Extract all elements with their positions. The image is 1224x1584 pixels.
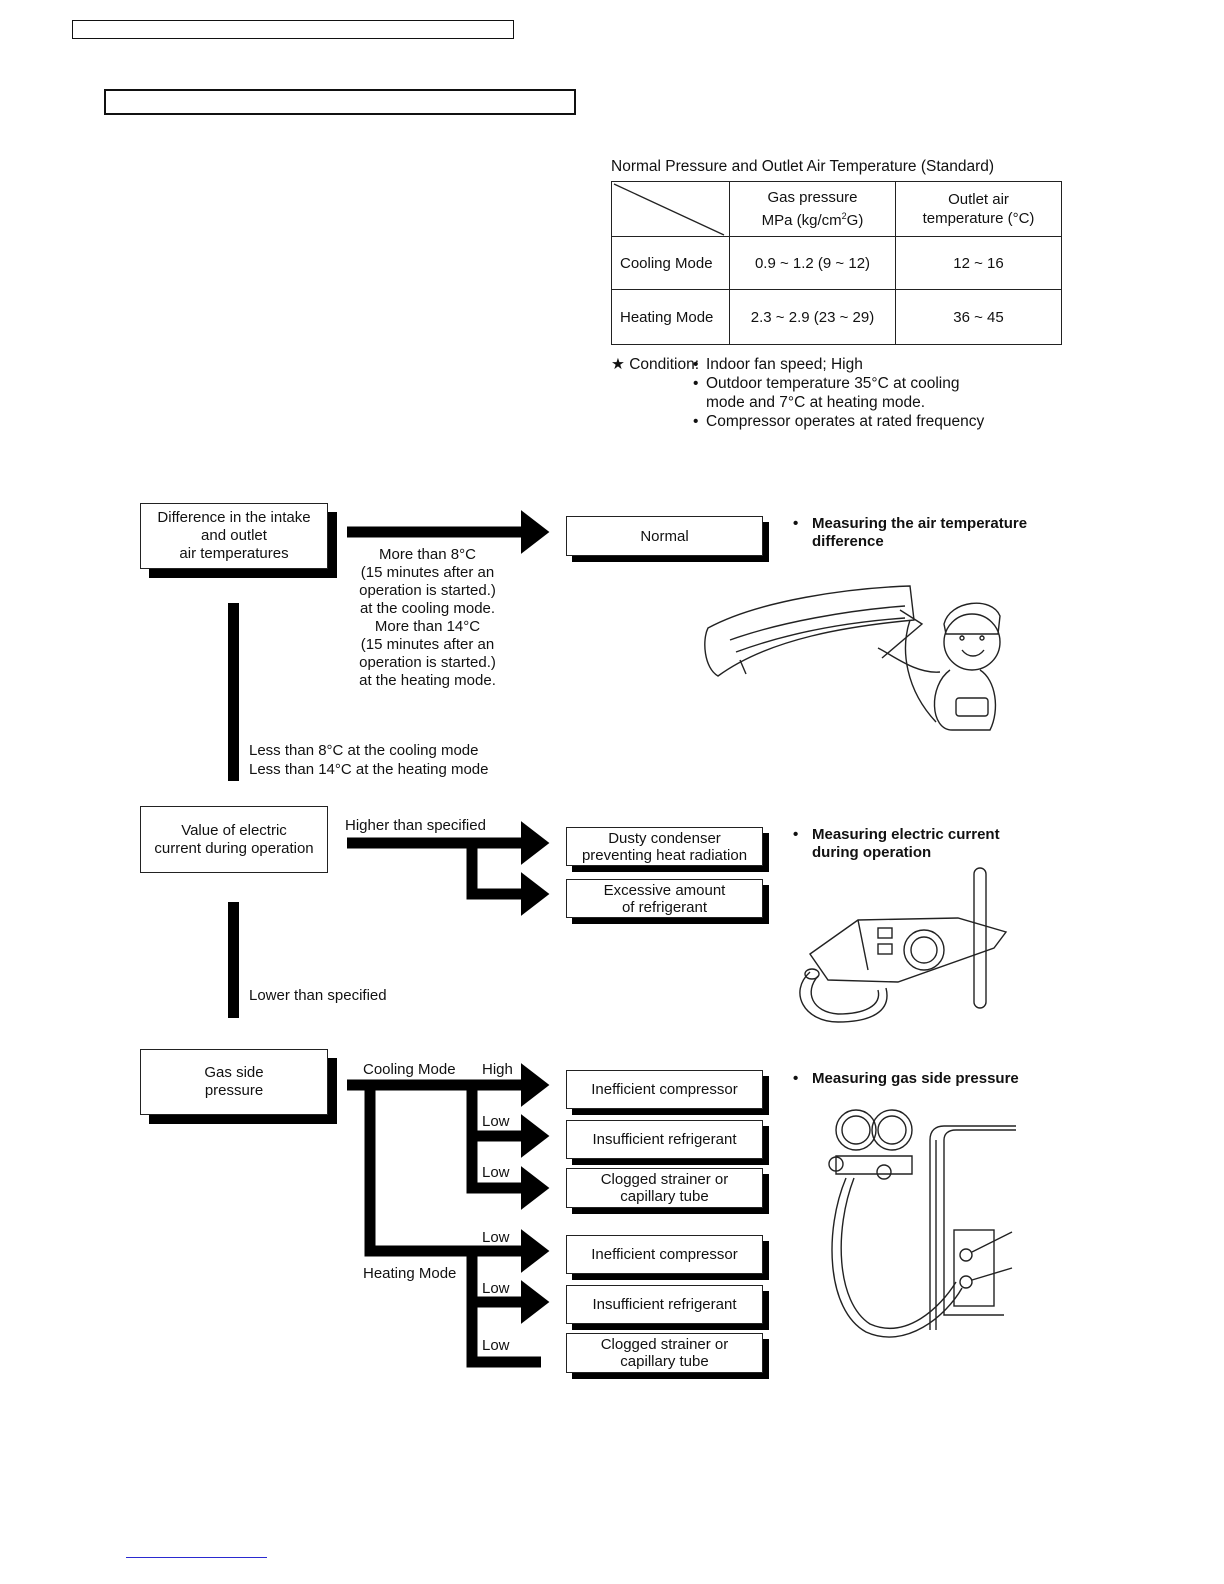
result-excessive-refrigerant: Excessive amount of refrigerant bbox=[566, 879, 763, 918]
note-air-temperature: • Measuring the air temperature differen… bbox=[793, 515, 1028, 550]
result-dusty-condenser: Dusty condenser preventing heat radiatio… bbox=[566, 827, 763, 866]
footer-link[interactable] bbox=[126, 1557, 267, 1558]
condition-item: Outdoor temperature 35°C at cooling bbox=[706, 375, 960, 392]
row-temp: 12 ~ 16 bbox=[895, 236, 1062, 290]
branch-label-low: Low bbox=[482, 1337, 510, 1354]
normal-condition-label: More than 8°C (15 minutes after an opera… bbox=[359, 546, 496, 689]
branch-label-low: Low bbox=[482, 1280, 510, 1297]
gas-pressure-header-line1: Gas pressure bbox=[767, 189, 858, 206]
table-row: Heating Mode 2.3 ~ 2.9 (23 ~ 29) 36 ~ 45 bbox=[611, 289, 1062, 345]
higher-than-specified-label: Higher than specified bbox=[345, 817, 486, 834]
clamp-meter-illustration bbox=[799, 867, 1008, 1023]
flow-step-electric-current: Value of electric current during operati… bbox=[140, 806, 328, 873]
branch-label-low: Low bbox=[482, 1164, 510, 1181]
table-title: Normal Pressure and Outlet Air Temperatu… bbox=[611, 158, 995, 175]
diagonal-line bbox=[613, 183, 725, 236]
result-insufficient-refrigerant: Insufficient refrigerant bbox=[566, 1120, 763, 1159]
condition-item: mode and 7°C at heating mode. bbox=[706, 394, 926, 411]
technician-illustration bbox=[704, 585, 1001, 731]
row-pressure: 2.3 ~ 2.9 (23 ~ 29) bbox=[729, 289, 896, 345]
branch-label-high: High bbox=[482, 1061, 513, 1078]
gas-pressure-header: Gas pressure MPa (kg/cm2G) bbox=[729, 181, 896, 237]
lower-than-specified-label: Lower than specified bbox=[249, 987, 387, 1004]
row-pressure: 0.9 ~ 1.2 (9 ~ 12) bbox=[729, 236, 896, 290]
section-title-field bbox=[104, 89, 576, 115]
condition-item: Compressor operates at rated frequency bbox=[706, 413, 985, 430]
condition-item: Indoor fan speed; High bbox=[706, 356, 863, 373]
flow-step-gas-pressure: Gas side pressure bbox=[140, 1049, 328, 1115]
row-temp: 36 ~ 45 bbox=[895, 289, 1062, 345]
pressure-temperature-table: Gas pressure MPa (kg/cm2G) Outlet air te… bbox=[611, 181, 1062, 345]
outlet-temp-header-line2: temperature (°C) bbox=[922, 210, 1035, 227]
branch-label-low: Low bbox=[482, 1113, 510, 1130]
branch-label-low: Low bbox=[482, 1229, 510, 1246]
result-insufficient-refrigerant: Insufficient refrigerant bbox=[566, 1285, 763, 1324]
gas-pressure-header-line2: MPa (kg/cm2G) bbox=[761, 211, 864, 229]
result-inefficient-compressor: Inefficient compressor bbox=[566, 1235, 763, 1274]
note-electric-current: • Measuring electric current during oper… bbox=[793, 826, 1000, 861]
result-normal: Normal bbox=[566, 516, 763, 556]
header-field bbox=[72, 20, 514, 39]
result-clogged-strainer: Clogged strainer or capillary tube bbox=[566, 1333, 763, 1373]
cooling-mode-label: Cooling Mode bbox=[363, 1061, 456, 1078]
outlet-temp-header-line1: Outlet air bbox=[948, 191, 1009, 208]
down-connector bbox=[228, 603, 239, 781]
result-clogged-strainer: Clogged strainer or capillary tube bbox=[566, 1168, 763, 1208]
table-corner-cell bbox=[611, 181, 730, 237]
condition-label: ★ Condition: bbox=[611, 356, 699, 373]
note-gas-pressure: • Measuring gas side pressure bbox=[793, 1070, 1019, 1087]
heating-mode-label: Heating Mode bbox=[363, 1265, 457, 1282]
table-row: Cooling Mode 0.9 ~ 1.2 (9 ~ 12) 12 ~ 16 bbox=[611, 236, 1062, 290]
down-connector bbox=[228, 902, 239, 1018]
row-mode: Cooling Mode bbox=[611, 236, 730, 290]
row-mode: Heating Mode bbox=[611, 289, 730, 345]
outlet-temp-header: Outlet air temperature (°C) bbox=[895, 181, 1062, 237]
flow-step-temperature-difference: Difference in the intake and outlet air … bbox=[140, 503, 328, 569]
result-inefficient-compressor: Inefficient compressor bbox=[566, 1070, 763, 1109]
gauge-manifold-illustration bbox=[828, 1109, 1016, 1338]
abnormal-temperature-label: Less than 8°C at the cooling mode Less t… bbox=[249, 742, 489, 778]
